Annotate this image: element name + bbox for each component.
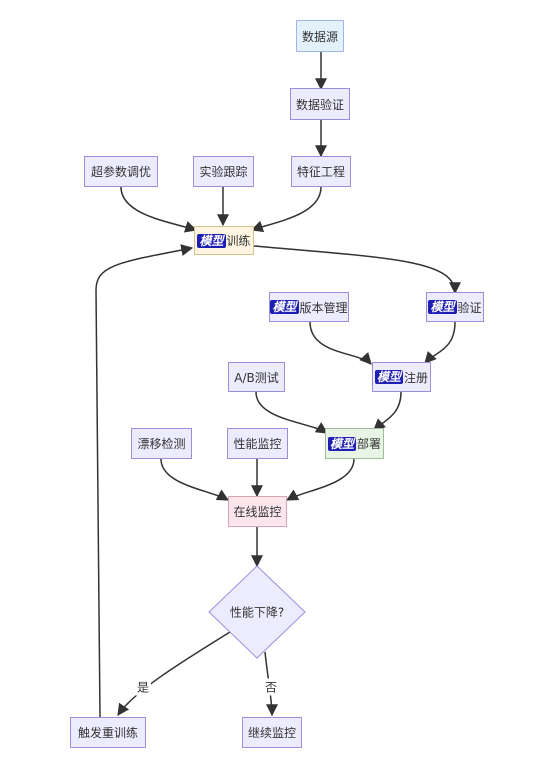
node-data-source-label: 数据源 [301,29,338,44]
edge-decision-to-retrain [117,631,231,716]
node-performance-monitoring: 性能监控 [227,428,288,459]
node-hyperparam-tuning-label: 超参数调优 [90,165,151,179]
node-online-monitoring-label: 在线监控 [233,505,282,519]
node-data-source: 数据源 [296,20,344,52]
node-model-training-emphasis: 模型 [197,233,226,248]
node-feature-engineering: 特征工程 [291,156,351,187]
edge-registry-to-deployment [373,391,402,431]
node-feature-engineering-label: 特征工程 [296,165,345,179]
node-model-deployment-label: 部署 [357,437,382,451]
node-model-versioning-emphasis: 模型 [270,300,299,314]
node-model-training: 模型训练 [194,226,254,255]
node-model-registry-emphasis: 模型 [374,370,403,384]
node-model-training-label: 训练 [226,234,251,248]
node-data-validation: 数据验证 [290,88,350,120]
node-performance-monitoring-label: 性能监控 [233,437,282,451]
node-model-versioning: 模型版本管理 [269,292,349,322]
edge-label-yes: 是 [134,678,152,696]
edge-validation-to-registry [424,321,456,364]
edge-feature-to-training [250,186,322,233]
node-experiment-tracking: 实验跟踪 [193,156,254,187]
node-drift-detection: 漂移检测 [131,428,192,459]
node-model-deployment: 模型部署 [325,428,384,459]
node-model-validation-emphasis: 模型 [428,300,457,314]
edge-deployment-to-online [285,458,355,501]
decision-performance-drop-label: 性能下降? [229,605,285,620]
edge-ab-to-deployment [255,391,329,434]
node-model-registry-label: 注册 [404,370,429,385]
node-continue-monitoring: 继续监控 [242,717,302,748]
decision-diamond [208,565,306,659]
edge-training-to-validation [253,245,461,295]
node-model-versioning-label: 版本管理 [299,300,348,315]
node-data-validation-label: 数据验证 [295,97,344,112]
edge-drift-to-online [160,458,230,501]
edge-versioning-to-registry [309,321,372,365]
node-model-deployment-emphasis: 模型 [327,436,356,451]
edge-label-no: 否 [262,678,280,696]
node-online-monitoring: 在线监控 [228,496,287,527]
edge-retrain-to-training [95,244,194,718]
node-experiment-tracking-label: 实验跟踪 [199,165,248,179]
node-ab-testing-label: A/B测试 [234,370,279,385]
node-trigger-retraining-label: 触发重训练 [77,726,138,740]
node-trigger-retraining: 触发重训练 [70,717,146,748]
node-model-validation: 模型验证 [426,292,484,322]
node-hyperparam-tuning: 超参数调优 [84,156,158,187]
node-model-registry: 模型注册 [372,362,431,392]
node-continue-monitoring-label: 继续监控 [247,726,296,740]
edge-hyperparam-to-training [120,186,198,233]
node-model-validation-label: 验证 [457,300,482,315]
node-drift-detection-label: 漂移检测 [137,437,186,451]
node-ab-testing: A/B测试 [228,362,285,392]
